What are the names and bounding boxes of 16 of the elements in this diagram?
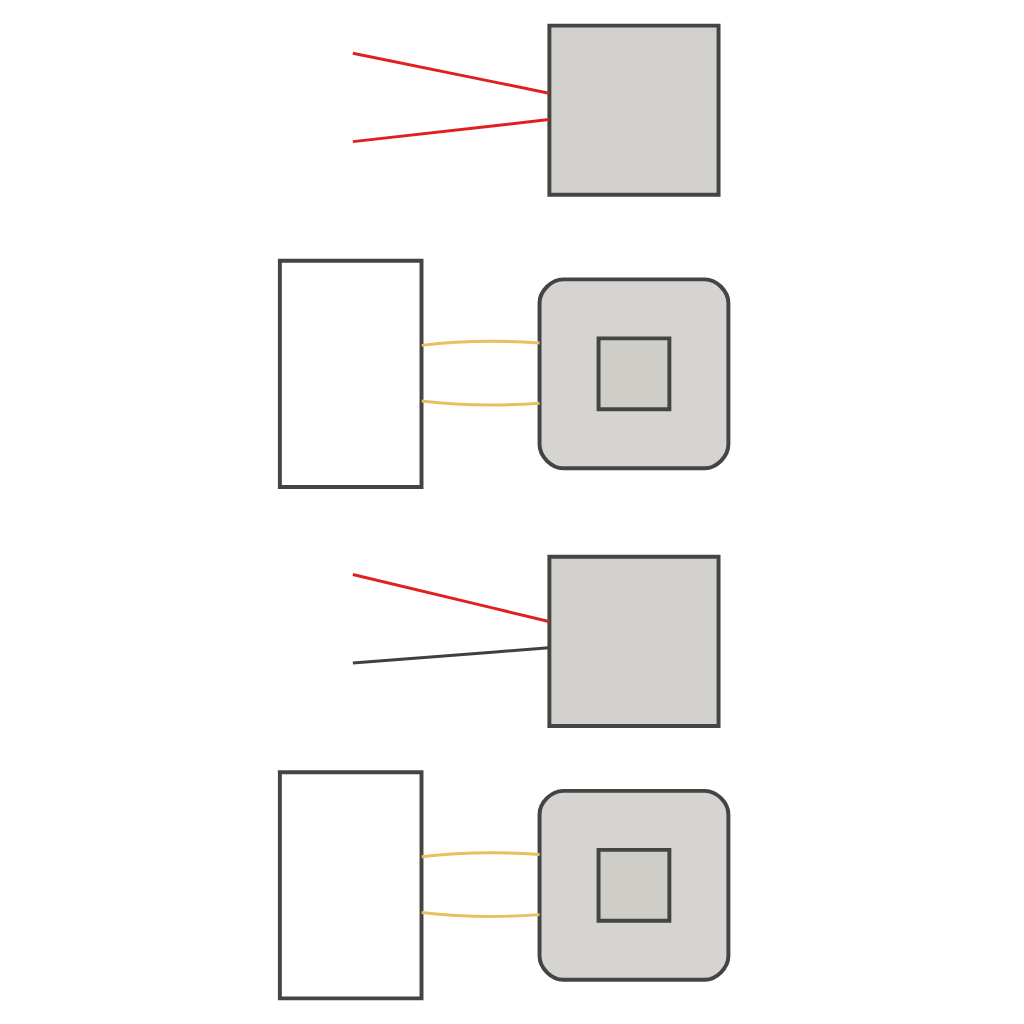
connector (352, 118, 550, 144)
connector (421, 851, 540, 859)
node-box (277, 258, 424, 489)
node-box (547, 554, 721, 728)
node-box (596, 336, 672, 412)
node-box (596, 847, 672, 923)
cluster (537, 788, 731, 982)
connector (352, 51, 550, 95)
connector (421, 339, 540, 347)
connector (421, 910, 540, 918)
connector (421, 399, 540, 407)
connector (352, 573, 550, 623)
connector (352, 646, 549, 665)
node-box (547, 23, 721, 197)
cluster (537, 277, 731, 471)
node-box (277, 770, 424, 1001)
